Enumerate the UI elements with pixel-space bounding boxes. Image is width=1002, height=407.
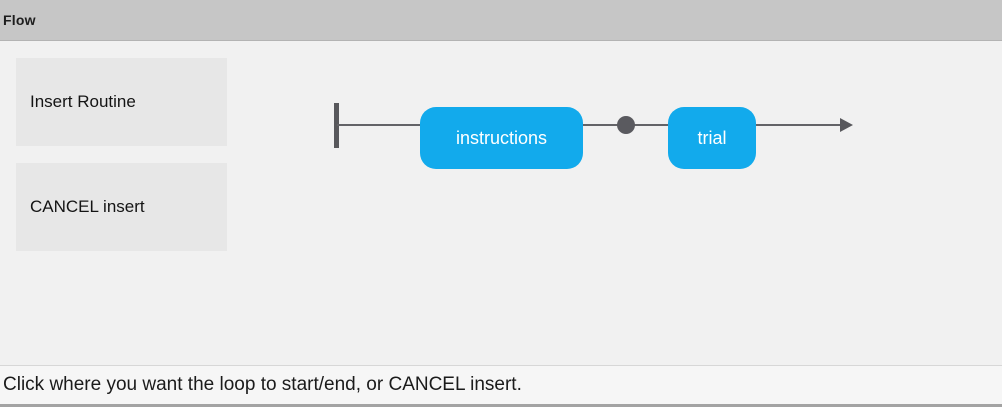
flow-end-arrow-icon [840, 118, 853, 132]
status-divider [0, 365, 1002, 366]
status-message: Click where you want the loop to start/e… [3, 374, 522, 395]
loop-insert-dot[interactable] [617, 116, 635, 134]
status-bar: Click where you want the loop to start/e… [0, 366, 1002, 404]
routine-node-instructions[interactable]: instructions [420, 107, 583, 169]
cancel-insert-button[interactable]: CANCEL insert [16, 163, 227, 251]
routine-node-trial[interactable]: trial [668, 107, 756, 169]
insert-routine-button[interactable]: Insert Routine [16, 58, 227, 146]
bottom-border [0, 404, 1002, 407]
panel-title: Flow [3, 12, 36, 28]
routine-node-label: trial [697, 127, 727, 148]
flow-timeline[interactable] [337, 124, 841, 126]
flow-panel-header: Flow [0, 0, 1002, 41]
routine-node-label: instructions [455, 127, 548, 148]
flow-start-marker[interactable] [334, 103, 339, 148]
flow-canvas[interactable]: Insert Routine CANCEL insert instruction… [0, 41, 1002, 365]
